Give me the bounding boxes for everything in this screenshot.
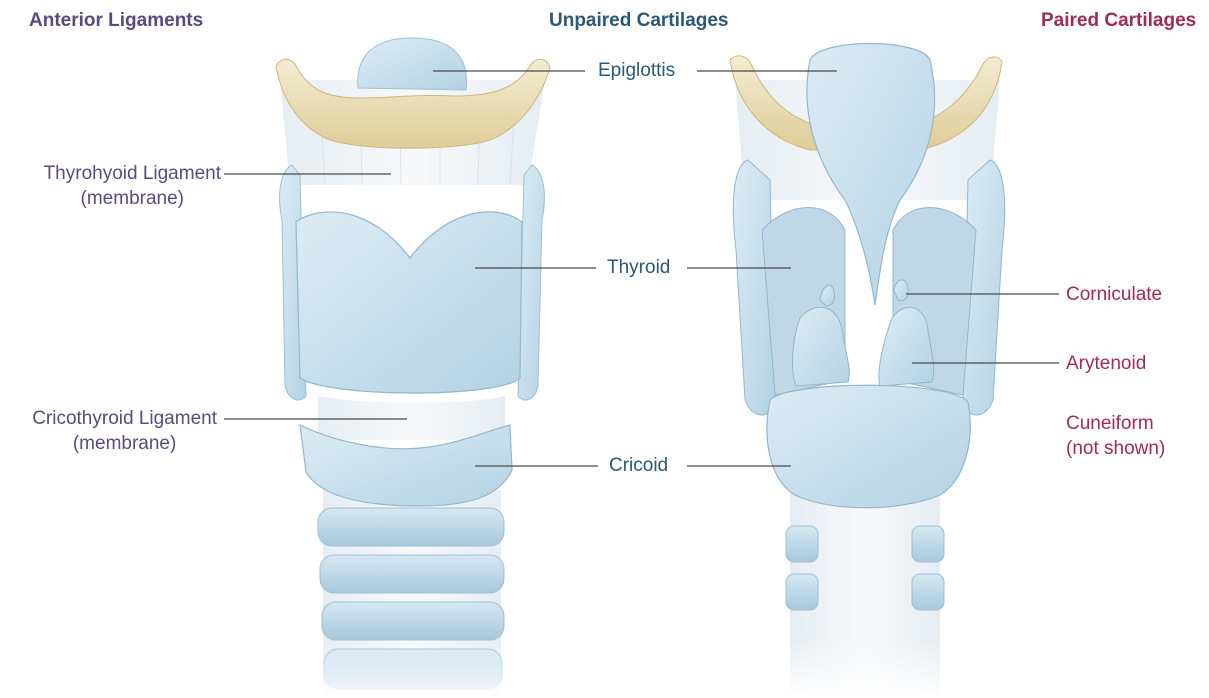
header-anterior-ligaments: Anterior Ligaments bbox=[29, 10, 203, 32]
label-thyrohyoid-line1: Thyrohyoid Ligament bbox=[44, 161, 221, 186]
label-arytenoid: Arytenoid bbox=[1066, 351, 1146, 376]
label-corniculate: Corniculate bbox=[1066, 282, 1162, 307]
epiglottis-anterior bbox=[358, 38, 467, 90]
arytenoid-right bbox=[879, 307, 934, 386]
label-cuneiform: Cuneiform (not shown) bbox=[1066, 411, 1165, 461]
label-cricothyroid-line1: Cricothyroid Ligament bbox=[32, 406, 217, 431]
label-cricothyroid-line2: (membrane) bbox=[32, 431, 217, 456]
cricoid-cartilage-posterior bbox=[767, 385, 970, 508]
header-unpaired-cartilages: Unpaired Cartilages bbox=[549, 10, 729, 32]
label-cuneiform-line1: Cuneiform bbox=[1066, 411, 1165, 436]
label-thyroid: Thyroid bbox=[607, 255, 670, 280]
posterior-larynx bbox=[730, 44, 1005, 698]
cricothyroid-membrane-shape bbox=[318, 396, 505, 440]
label-cuneiform-line2: (not shown) bbox=[1066, 436, 1165, 461]
label-thyrohyoid-ligament: Thyrohyoid Ligament (membrane) bbox=[44, 161, 221, 211]
label-epiglottis: Epiglottis bbox=[598, 58, 675, 83]
header-paired-cartilages: Paired Cartilages bbox=[1041, 10, 1196, 32]
label-thyrohyoid-line2: (membrane) bbox=[44, 186, 221, 211]
trachea-anterior bbox=[300, 490, 520, 698]
anterior-larynx bbox=[276, 38, 550, 698]
label-cricothyroid-ligament: Cricothyroid Ligament (membrane) bbox=[32, 406, 217, 456]
thyroid-cartilage-anterior bbox=[296, 212, 522, 393]
label-cricoid: Cricoid bbox=[609, 453, 668, 478]
trachea-posterior bbox=[770, 490, 970, 698]
